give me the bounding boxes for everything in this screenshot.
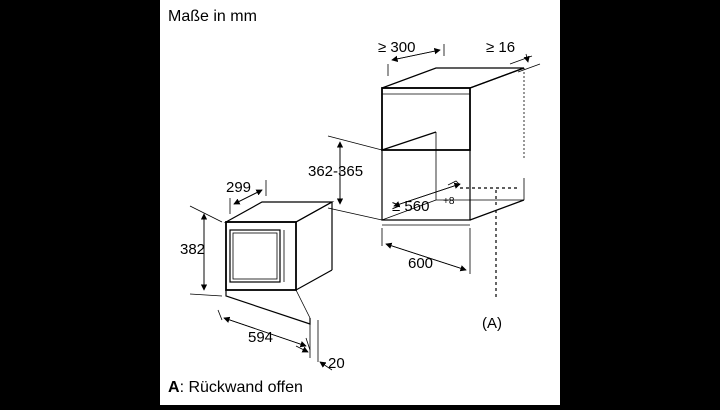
dim-appliance-width: 594 <box>217 309 311 351</box>
dim-niche-width: ≥ 560 +8 <box>392 182 461 215</box>
dim-niche-height: 362-365 <box>308 135 383 221</box>
label-niche-width-tol: +8 <box>443 196 455 207</box>
label-niche-depth: 600 <box>408 255 433 272</box>
dim-front-panel: 20 <box>295 320 345 372</box>
label-appliance-width: 594 <box>248 329 273 346</box>
drawing-panel: Maße in mm <box>160 0 560 405</box>
legend-key: A <box>168 379 180 396</box>
legend-text: Rückwand offen <box>188 379 302 396</box>
label-niche-width: ≥ 560 <box>392 198 429 215</box>
cabinet <box>381 67 525 300</box>
marker-a: (A) <box>482 315 502 332</box>
page-title: Maße in mm <box>168 8 257 25</box>
appliance <box>223 201 335 325</box>
label-front-panel: 20 <box>328 355 345 372</box>
legend-sep: : <box>180 379 189 396</box>
label-gap-min: ≥ 16 <box>486 39 515 56</box>
dim-appliance-depth: 299 <box>226 179 267 214</box>
dim-depth-min: ≥ 300 <box>378 39 445 76</box>
installation-drawing: Maße in mm <box>168 8 541 396</box>
dim-niche-depth: 600 <box>381 228 471 274</box>
dim-appliance-height: 382 <box>180 205 223 297</box>
label-appliance-depth: 299 <box>226 179 251 196</box>
label-appliance-height: 382 <box>180 241 205 258</box>
label-niche-height: 362-365 <box>308 163 363 180</box>
label-depth-min: ≥ 300 <box>378 39 415 56</box>
dim-gap-min: ≥ 16 <box>486 39 541 73</box>
legend: A: Rückwand offen <box>168 379 303 396</box>
